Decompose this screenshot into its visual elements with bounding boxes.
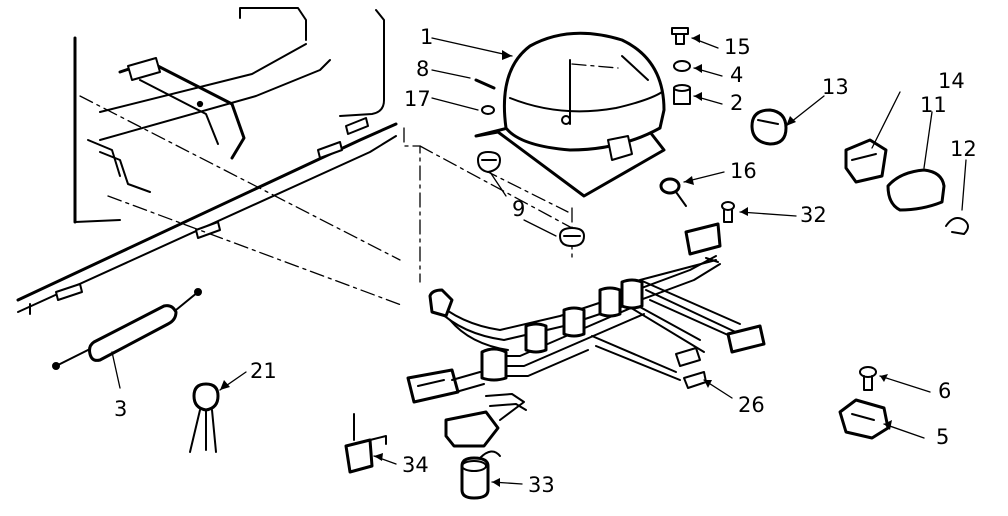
callout-8: 8	[416, 57, 429, 81]
callout-33: 33	[528, 473, 555, 497]
callout-21: 21	[250, 359, 277, 383]
pin	[474, 78, 496, 90]
callout-12: 12	[950, 137, 977, 161]
callout-13: 13	[822, 75, 849, 99]
relay-cover	[886, 168, 946, 212]
wire-grommet	[659, 177, 687, 207]
overload-cap	[750, 108, 788, 146]
tube-clamp	[189, 382, 220, 453]
callout-32: 32	[800, 203, 827, 227]
callout-11: 11	[920, 93, 947, 117]
bracket-5	[838, 398, 890, 440]
screw-32	[721, 201, 735, 223]
callout-17: 17	[404, 87, 431, 111]
compressor	[474, 31, 666, 198]
callout-14: 14	[938, 69, 965, 93]
callout-labels: 1 2 3 4 5 6 8 9 11 12 13 14 15 16 17 21 …	[114, 25, 977, 497]
callout-4: 4	[730, 63, 743, 87]
grommet-mounts	[477, 105, 585, 247]
callout-26: 26	[738, 393, 765, 417]
callout-5: 5	[936, 425, 949, 449]
callout-1: 1	[420, 25, 433, 49]
cabinet-outline	[16, 7, 398, 315]
assembly-center-lines	[79, 95, 573, 307]
callout-9: 9	[512, 197, 525, 221]
callout-16: 16	[730, 159, 757, 183]
callout-2: 2	[730, 91, 743, 115]
callout-3: 3	[114, 397, 127, 421]
mounting-bracket	[87, 57, 246, 193]
wire-clip	[945, 217, 969, 235]
capacitor	[460, 450, 501, 500]
arrowheads	[220, 34, 892, 487]
wiring-harness	[406, 222, 766, 448]
screw-6	[859, 366, 877, 391]
callout-6: 6	[938, 379, 951, 403]
relay	[844, 138, 888, 184]
filter-drier	[52, 288, 202, 370]
spacer-2	[673, 84, 691, 105]
callout-15: 15	[724, 35, 751, 59]
callout-34: 34	[402, 453, 429, 477]
washer-4	[673, 60, 691, 72]
screw-15	[671, 27, 689, 45]
mounting-clip-34	[344, 413, 387, 474]
